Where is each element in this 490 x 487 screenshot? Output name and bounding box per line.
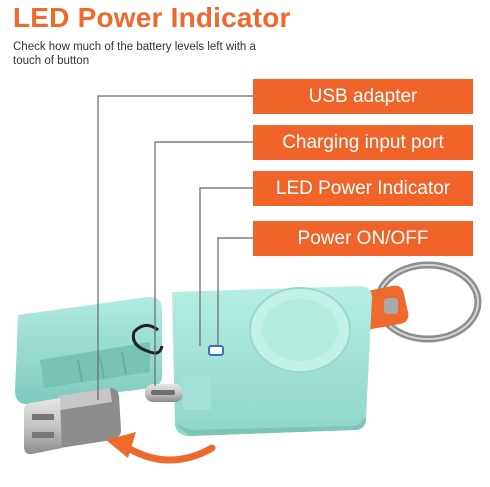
leader-line-usb-adapter xyxy=(97,95,253,400)
callout-led-power-indicator: LED Power Indicator xyxy=(253,171,473,206)
leader-line-power xyxy=(217,237,253,346)
usb-a-adapter xyxy=(24,388,121,455)
callout-charging-input-port: Charging input port xyxy=(253,125,473,160)
power-bank-body xyxy=(172,286,372,436)
insert-arrow-head xyxy=(106,432,136,458)
power-bank-cap xyxy=(15,296,162,405)
strap-rivet xyxy=(384,298,398,314)
callout-power-on-off: Power ON/OFF xyxy=(253,221,473,256)
insert-direction-arrow xyxy=(124,444,216,464)
leader-line-charging-port xyxy=(154,141,253,386)
page-title: LED Power Indicator xyxy=(13,2,291,33)
page-subtitle: Check how much of the battery levels lef… xyxy=(13,41,256,67)
usb-c-plug xyxy=(145,384,183,402)
leader-line-led xyxy=(199,187,253,346)
callout-usb-adapter: USB adapter xyxy=(253,79,473,114)
internal-cable xyxy=(131,324,164,355)
led-indicator xyxy=(208,345,224,356)
